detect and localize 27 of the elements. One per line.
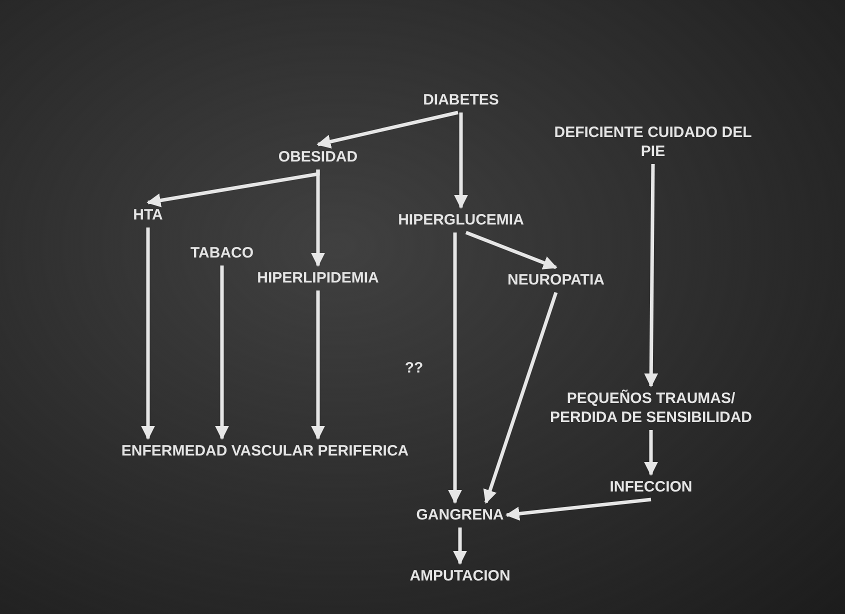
- node-label: TABACO: [190, 244, 254, 262]
- node-label: DIABETES: [423, 90, 499, 110]
- note-text: ??: [404, 360, 424, 376]
- node-label: HIPERLIPIDEMIA: [257, 268, 379, 288]
- node-label: OBESIDAD: [278, 148, 358, 166]
- arrow: [505, 498, 652, 521]
- node-label: INFECCION: [610, 478, 692, 496]
- arrow: [316, 110, 458, 149]
- arrow: [215, 266, 229, 440]
- arrow: [311, 290, 325, 440]
- arrow: [311, 170, 325, 267]
- arrow: [141, 228, 155, 440]
- arrow: [448, 232, 462, 504]
- arrow: [465, 230, 558, 270]
- arrow: [483, 292, 558, 504]
- node-label: NEUROPATIA: [508, 270, 604, 290]
- node-label: GANGRENA: [416, 506, 504, 524]
- arrow: [644, 164, 658, 388]
- node-label: PEQUEÑOS TRAUMAS/ PERDIDA DE SENSIBILIDAD: [549, 389, 753, 427]
- node-label: ENFERMEDAD VASCULAR PERIFERICA: [121, 442, 409, 460]
- node-label: HTA: [133, 206, 163, 224]
- node-label: DEFICIENTE CUIDADO DEL PIE: [553, 123, 753, 161]
- arrow: [453, 528, 467, 565]
- node-label: AMPUTACION: [410, 566, 510, 586]
- arrow: [454, 112, 468, 209]
- arrow: [644, 430, 658, 476]
- node-label: HIPERGLUCEMIA: [398, 210, 524, 230]
